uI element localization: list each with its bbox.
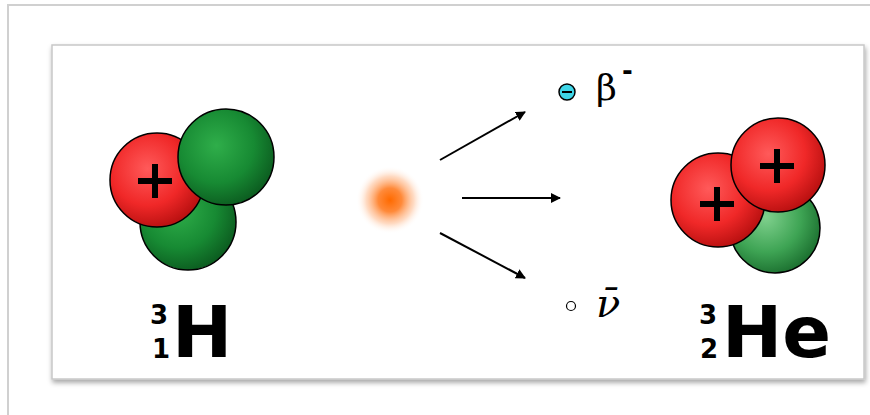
panel <box>52 45 864 379</box>
mass-number: 3 <box>699 302 717 328</box>
mass-number: 3 <box>150 302 168 328</box>
electron-symbol <box>559 84 575 100</box>
helium3-nucleus <box>671 118 825 273</box>
antineutrino-symbol <box>567 302 576 311</box>
element-symbol: He <box>722 296 831 368</box>
emission-arrows <box>440 112 560 278</box>
particle-symbol: β <box>596 70 617 106</box>
atomic-number: 1 <box>152 336 170 362</box>
decay-burst <box>356 166 424 234</box>
outer-frame <box>8 5 870 415</box>
charge-sign: - <box>622 58 633 84</box>
element-symbol: H <box>172 296 232 368</box>
tritium-nucleus <box>110 109 274 270</box>
atomic-number: 2 <box>700 336 718 362</box>
particle-symbol: ν̄ <box>596 283 620 323</box>
